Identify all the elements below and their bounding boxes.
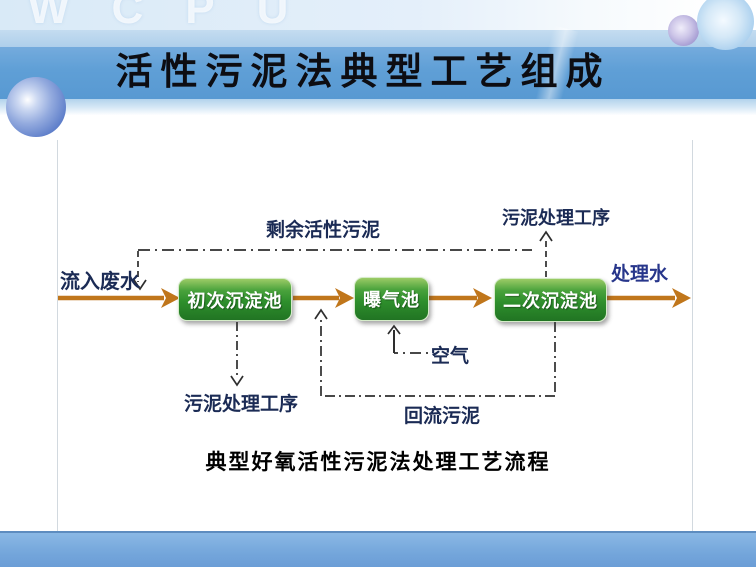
flow-arrow-aeration-to-secondary — [429, 288, 492, 308]
arrowhead-up-return-sludge — [314, 308, 328, 320]
excess-sludge-line — [133, 230, 553, 291]
sludge-treatment-label-top: 污泥处理工序 — [502, 208, 610, 228]
flow-arrow-primary-to-aeration — [293, 288, 354, 308]
influent-label: 流入废水 — [60, 271, 140, 293]
effluent-arrow — [607, 288, 691, 308]
node-primary-clarifier: 初次沉淀池 — [178, 278, 292, 321]
sphere-decoration-purple — [668, 15, 699, 46]
primary-sludge-line — [230, 322, 244, 387]
arrowhead-up-to-sludge-treatment — [539, 230, 553, 242]
node-aeration-tank: 曝气池 — [354, 277, 429, 321]
background-guide-line-right — [692, 140, 693, 531]
air-label: 空气 — [431, 346, 470, 367]
arrowhead-down-to-influent — [133, 279, 147, 291]
sphere-decoration-blue — [697, 0, 754, 50]
effluent-label: 处理水 — [611, 264, 669, 285]
diagram-caption: 典型好氧活性污泥法处理工艺流程 — [205, 450, 551, 474]
return-sludge-label: 回流污泥 — [404, 406, 481, 427]
page-title: 活性污泥法典型工艺组成 — [115, 52, 611, 93]
influent-arrow — [58, 288, 180, 308]
title-band: 活性污泥法典型工艺组成 — [0, 25, 756, 139]
sludge-treatment-label-bottom: 污泥处理工序 — [184, 394, 299, 415]
band-upper-strip — [0, 30, 756, 47]
air-line — [387, 324, 428, 354]
return-sludge-line — [314, 308, 556, 397]
bottom-bar — [0, 531, 756, 567]
top-watermark-strip: WCPU — [0, 0, 756, 30]
watermark-letters: WCPU — [28, 0, 331, 30]
excess-sludge-label: 剩余活性污泥 — [266, 220, 381, 241]
background-guide-line-left — [57, 140, 58, 531]
arrowhead-down-to-sludge-treatment — [230, 375, 244, 387]
node-secondary-clarifier: 二次沉淀池 — [494, 278, 607, 322]
sphere-decoration-left — [6, 77, 66, 137]
band-lower-strip — [0, 99, 756, 115]
arrowhead-up-air — [387, 324, 401, 335]
